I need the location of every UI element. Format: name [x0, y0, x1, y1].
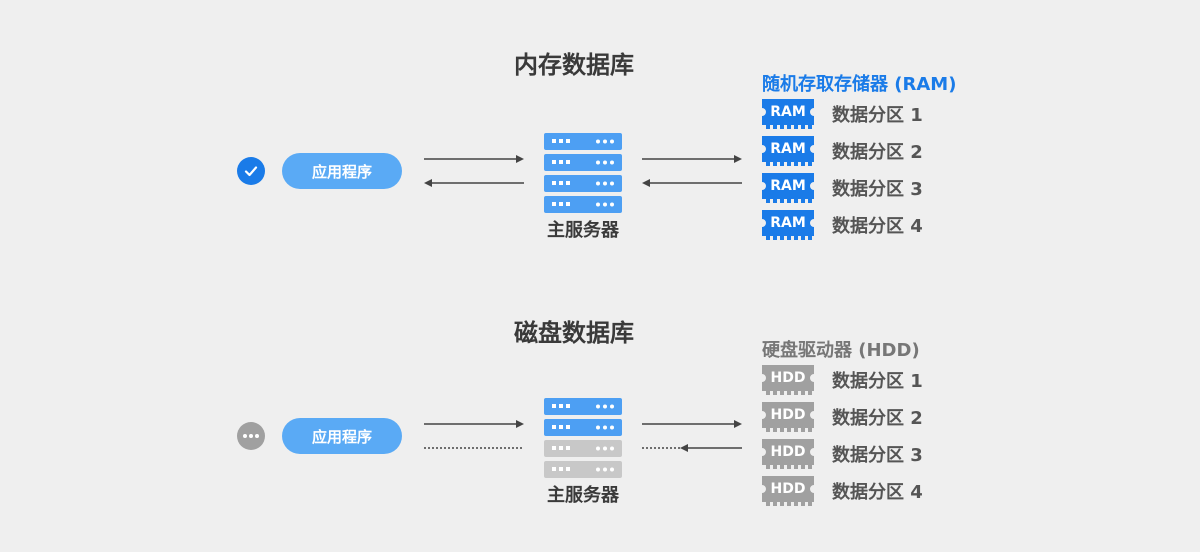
ram-partition-label: 数据分区 3	[832, 179, 923, 200]
disk-server-storage-arrows	[642, 420, 742, 452]
memory-server-label: 主服务器	[547, 220, 619, 241]
hdd-chip-icon: HDD	[762, 402, 814, 432]
hdd-partition-row: HDD 数据分区 3	[762, 439, 923, 469]
hdd-storage-title: 硬盘驱动器 (HDD)	[762, 340, 920, 361]
disk-app-server-arrows	[424, 420, 524, 449]
disk-db-title: 磁盘数据库	[514, 319, 634, 347]
hdd-partition-label: 数据分区 3	[832, 445, 923, 466]
memory-app-pill: 应用程序	[282, 153, 402, 189]
ram-storage-title: 随机存取存储器 (RAM)	[762, 74, 957, 95]
more-dots-icon	[237, 422, 265, 450]
hdd-partition-list: HDD 数据分区 1 HDD 数据分区 2 HDD 数据分区 3 HDD 数据分…	[762, 365, 923, 506]
hdd-partition-row: HDD 数据分区 1	[762, 365, 923, 395]
ram-partition-row: RAM 数据分区 1	[762, 99, 923, 129]
ram-partition-row: RAM 数据分区 3	[762, 173, 923, 203]
hdd-partition-row: HDD 数据分区 4	[762, 476, 923, 506]
ram-chip-icon: RAM	[762, 173, 814, 203]
ram-partition-label: 数据分区 2	[832, 142, 923, 163]
ram-chip-icon: RAM	[762, 99, 814, 129]
disk-server-icon	[544, 398, 622, 478]
hdd-chip-icon: HDD	[762, 476, 814, 506]
ram-chip-icon: RAM	[762, 136, 814, 166]
ram-partition-list: RAM 数据分区 1 RAM 数据分区 2 RAM 数据分区 3 RAM 数据分…	[762, 99, 923, 240]
check-icon	[237, 157, 265, 185]
ram-partition-row: RAM 数据分区 4	[762, 210, 923, 240]
memory-server-icon	[544, 133, 622, 213]
disk-app-pill: 应用程序	[282, 418, 402, 454]
ram-partition-label: 数据分区 1	[832, 105, 923, 126]
hdd-partition-row: HDD 数据分区 2	[762, 402, 923, 432]
hdd-chip-icon: HDD	[762, 439, 814, 469]
memory-server-storage-arrows	[642, 155, 742, 187]
memory-app-server-arrows	[424, 155, 524, 187]
ram-partition-row: RAM 数据分区 2	[762, 136, 923, 166]
hdd-partition-label: 数据分区 4	[832, 482, 923, 503]
disk-server-label: 主服务器	[547, 485, 619, 506]
ram-partition-label: 数据分区 4	[832, 216, 923, 237]
hdd-chip-icon: HDD	[762, 365, 814, 395]
hdd-partition-label: 数据分区 1	[832, 371, 923, 392]
hdd-partition-label: 数据分区 2	[832, 408, 923, 429]
memory-db-title: 内存数据库	[514, 51, 634, 79]
ram-chip-icon: RAM	[762, 210, 814, 240]
